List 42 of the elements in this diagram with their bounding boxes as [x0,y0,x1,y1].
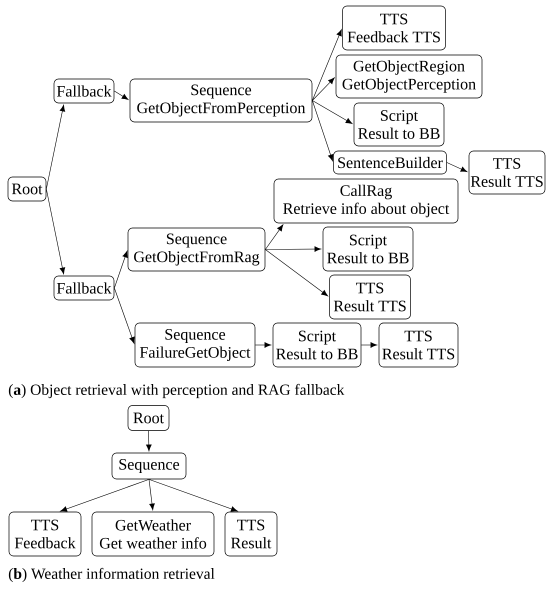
arrow [114,288,135,344]
arrow [114,250,128,288]
node-box: Fallback [54,276,114,300]
node-box: TTS Result TTS [378,322,458,368]
arrow [255,342,272,348]
arrow [265,249,328,296]
node-box: Script Result to BB [322,226,414,272]
arrow [114,90,128,100]
node-box: TTS Result TTS [329,274,411,320]
node-box: TTS Feedback TTS [342,6,446,50]
arrow [46,104,66,190]
node-box: Sequence GetObjectFromPerception [130,78,312,122]
node-box: Sequence FailureGetObject [134,322,256,368]
node-box: Root [8,176,46,202]
node-box: Script Result to BB [272,322,362,368]
arrow [446,162,468,172]
caption: (b) Weather information retrieval [8,568,215,582]
node-box: TTS Result TTS [468,150,546,194]
arrow [265,224,284,250]
arrow [312,77,335,101]
arrow [148,479,238,512]
node-box: GetObjectRegion GetObjectPerception [336,54,482,98]
node-box: SentenceBuilder [333,150,447,174]
node-box: Sequence [112,452,186,480]
arrow [46,188,66,274]
node-box: TTS Feedback [8,512,82,556]
node-box: Root [128,405,170,431]
node-box: TTS Result [224,512,278,556]
node-box: CallRag Retrieve info about object [274,178,458,224]
arrow [60,479,150,512]
arrow [312,29,342,101]
node-box: GetWeather Get weather info [92,512,214,556]
node-box: Sequence GetObjectFromRag [128,228,266,272]
arrow [312,100,334,162]
caption: (a) Object retrieval with perception and RAG fallback [8,384,344,398]
arrow [146,430,152,452]
arrow [361,342,378,348]
arrow [312,100,352,124]
arrow [265,246,322,252]
arrow [148,479,155,510]
node-box: Script Result to BB [354,102,444,146]
node-box: Fallback [54,78,114,104]
